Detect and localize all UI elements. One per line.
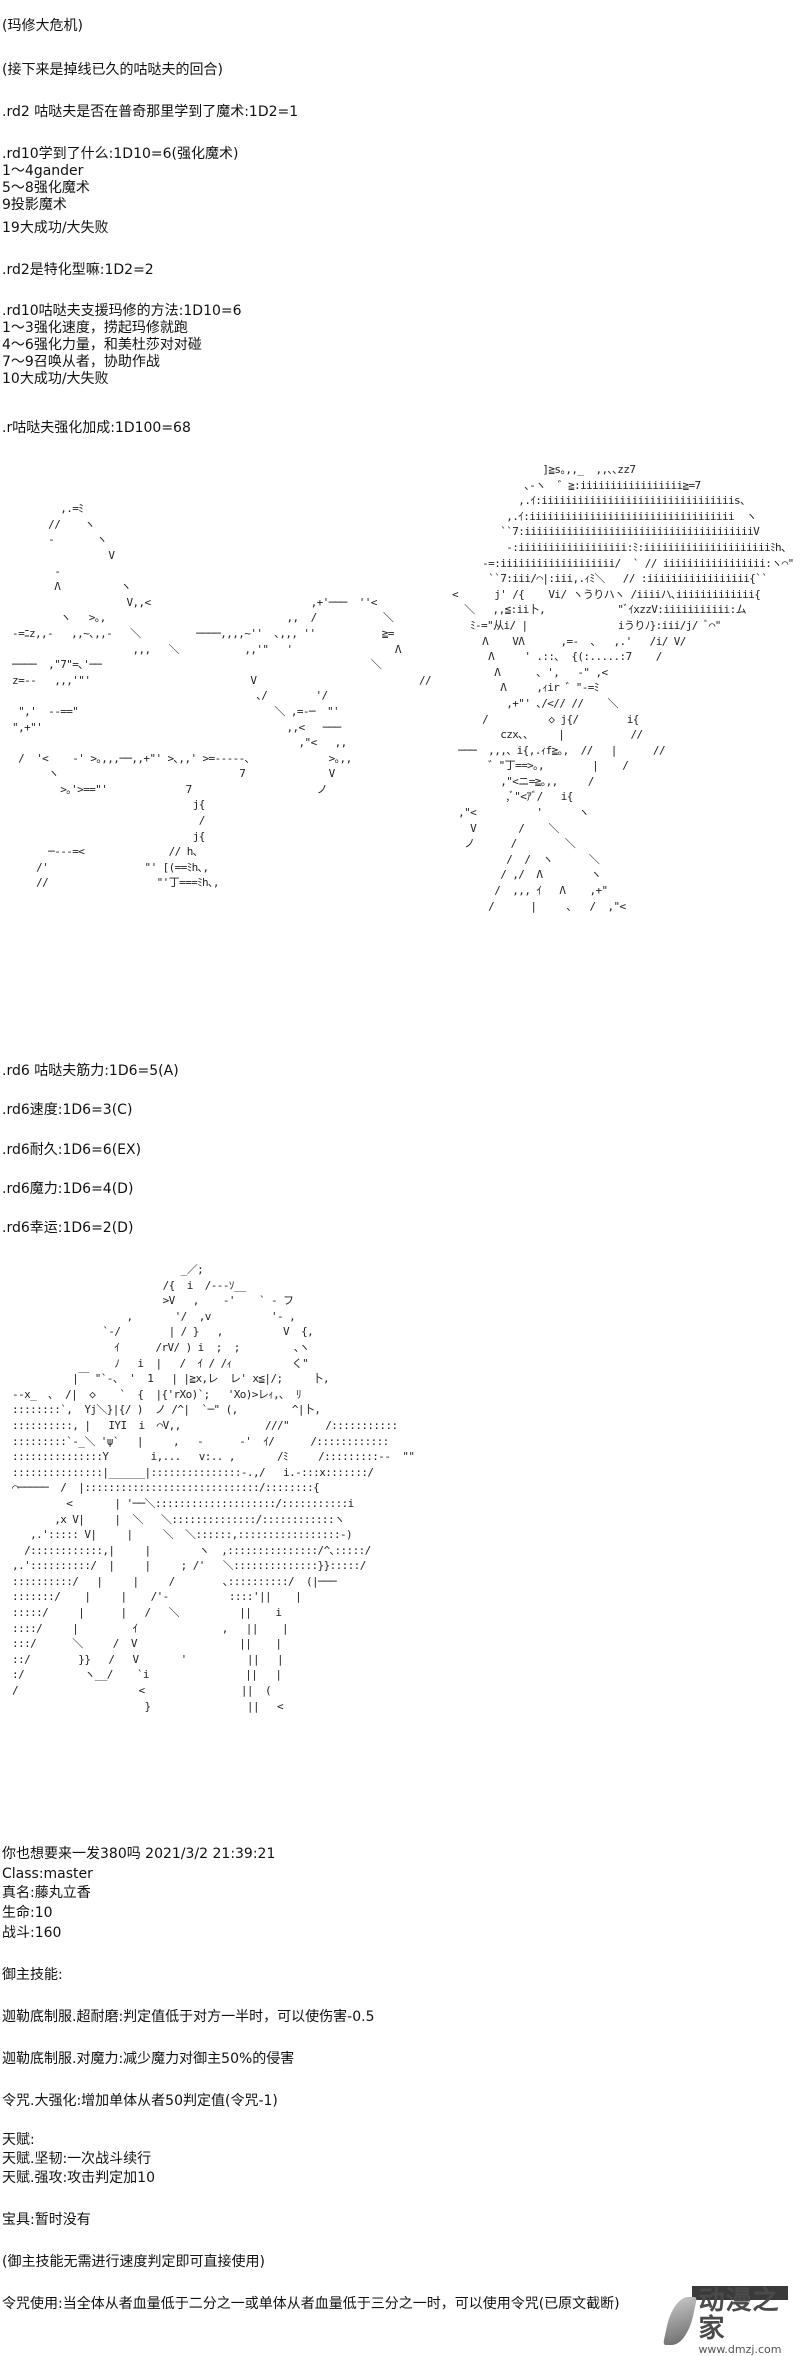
intro-line: 1～4gander — [2, 163, 84, 179]
watermark-name: 动漫之家 — [698, 2285, 780, 2344]
watermark-bar — [692, 2286, 788, 2300]
ascii-art-left-serpent: ,.=ﾐ // ヽ - ヽ V ‐ Λ ヽ V,,< ヽ >｡, -=ﾆz,,-… — [12, 502, 250, 890]
stat-luck: .rd6幸运:1D6=2(D) — [2, 1220, 134, 1236]
skill-item: 迦勒底制服.对魔力:减少魔力对御主50%的侵害 — [2, 2051, 295, 2067]
dmzj-logo-icon — [662, 2297, 698, 2345]
profile-class: Class:master — [2, 1866, 93, 1882]
ascii-art-middle-strokes: ,+'─── ''< ,, / ＼ ────,,,,~'' ､,,, '' ≧=… — [196, 595, 432, 796]
ascii-art-master-portrait: _／; /{ i /---ｿ__ >V , -' ` - フ , '/ ,v '… — [12, 1263, 415, 1713]
intro-line: (玛修大危机) — [2, 18, 83, 34]
skills-title: 御主技能: — [2, 1967, 63, 1983]
ascii-art-character: ]≧s｡,,_ ,,､､zz7 ､‐ヽ ゛≧:iiiiiiiiiiiiiiiii… — [452, 463, 794, 913]
usage-note: (御主技能无需进行速度判定即可直接使用) — [2, 2254, 265, 2270]
intro-line: .rd10学到了什么:1D10=6(强化魔术) — [2, 146, 239, 162]
stat-speed: .rd6速度:1D6=3(C) — [2, 1102, 133, 1118]
stat-mana: .rd6魔力:1D6=4(D) — [2, 1181, 134, 1197]
intro-line: 1～3强化速度，捞起玛修就跑 — [2, 320, 188, 336]
watermark-url: www.dmzj.com — [698, 2342, 782, 2356]
intro-line: 19大成功/大失败 — [2, 220, 109, 236]
skill-item: 迦勒底制服.超耐磨:判定值低于对方一半时，可以使伤害-0.5 — [2, 2009, 375, 2025]
command-seal-usage: 令咒使用:当全体从者血量低于二分之一或单体从者血量低于三分之一时，可以使用令咒(… — [2, 2296, 620, 2312]
profile-true-name: 真名:藤丸立香 — [2, 1885, 91, 1901]
stat-endurance: .rd6耐久:1D6=6(EX) — [2, 1142, 142, 1158]
intro-line: (接下来是掉线已久的咕哒夫的回合) — [2, 62, 223, 78]
intro-line: 10大成功/大失败 — [2, 371, 109, 387]
post-header: 你也想要来一发380吗 2021/3/2 21:39:21 — [2, 1846, 276, 1862]
talent-title: 天赋: — [2, 2132, 35, 2148]
intro-line: 5～8强化魔术 — [2, 180, 90, 196]
intro-line: 4～6强化力量，和美杜莎对对碰 — [2, 337, 202, 353]
stat-strength: .rd6 咕哒夫筋力:1D6=5(A) — [2, 1063, 179, 1079]
intro-line: 9投影魔术 — [2, 197, 67, 213]
intro-line: .rd2是特化型嘛:1D2=2 — [2, 262, 154, 278]
profile-hp: 生命:10 — [2, 1905, 53, 1921]
talent-item: 天赋.坚韧:一次战斗续行 — [2, 2151, 152, 2167]
noble-phantasm: 宝具:暂时没有 — [2, 2212, 91, 2228]
watermark: 动漫之家 www.dmzj.com — [662, 2285, 800, 2356]
intro-line: .rd2 咕哒夫是否在普奇那里学到了魔术:1D2=1 — [2, 104, 299, 120]
intro-line: 7～9召唤从者，协助作战 — [2, 354, 160, 370]
talent-item: 天赋.强攻:攻击判定加10 — [2, 2170, 155, 2186]
skill-item: 令咒.大强化:增加单体从者50判定值(令咒-1) — [2, 2093, 278, 2109]
intro-line: .rd10咕哒夫支援玛修的方法:1D10=6 — [2, 303, 242, 319]
profile-combat: 战斗:160 — [2, 1925, 62, 1941]
intro-line: .r咕哒夫强化加成:1D100=68 — [2, 420, 191, 436]
